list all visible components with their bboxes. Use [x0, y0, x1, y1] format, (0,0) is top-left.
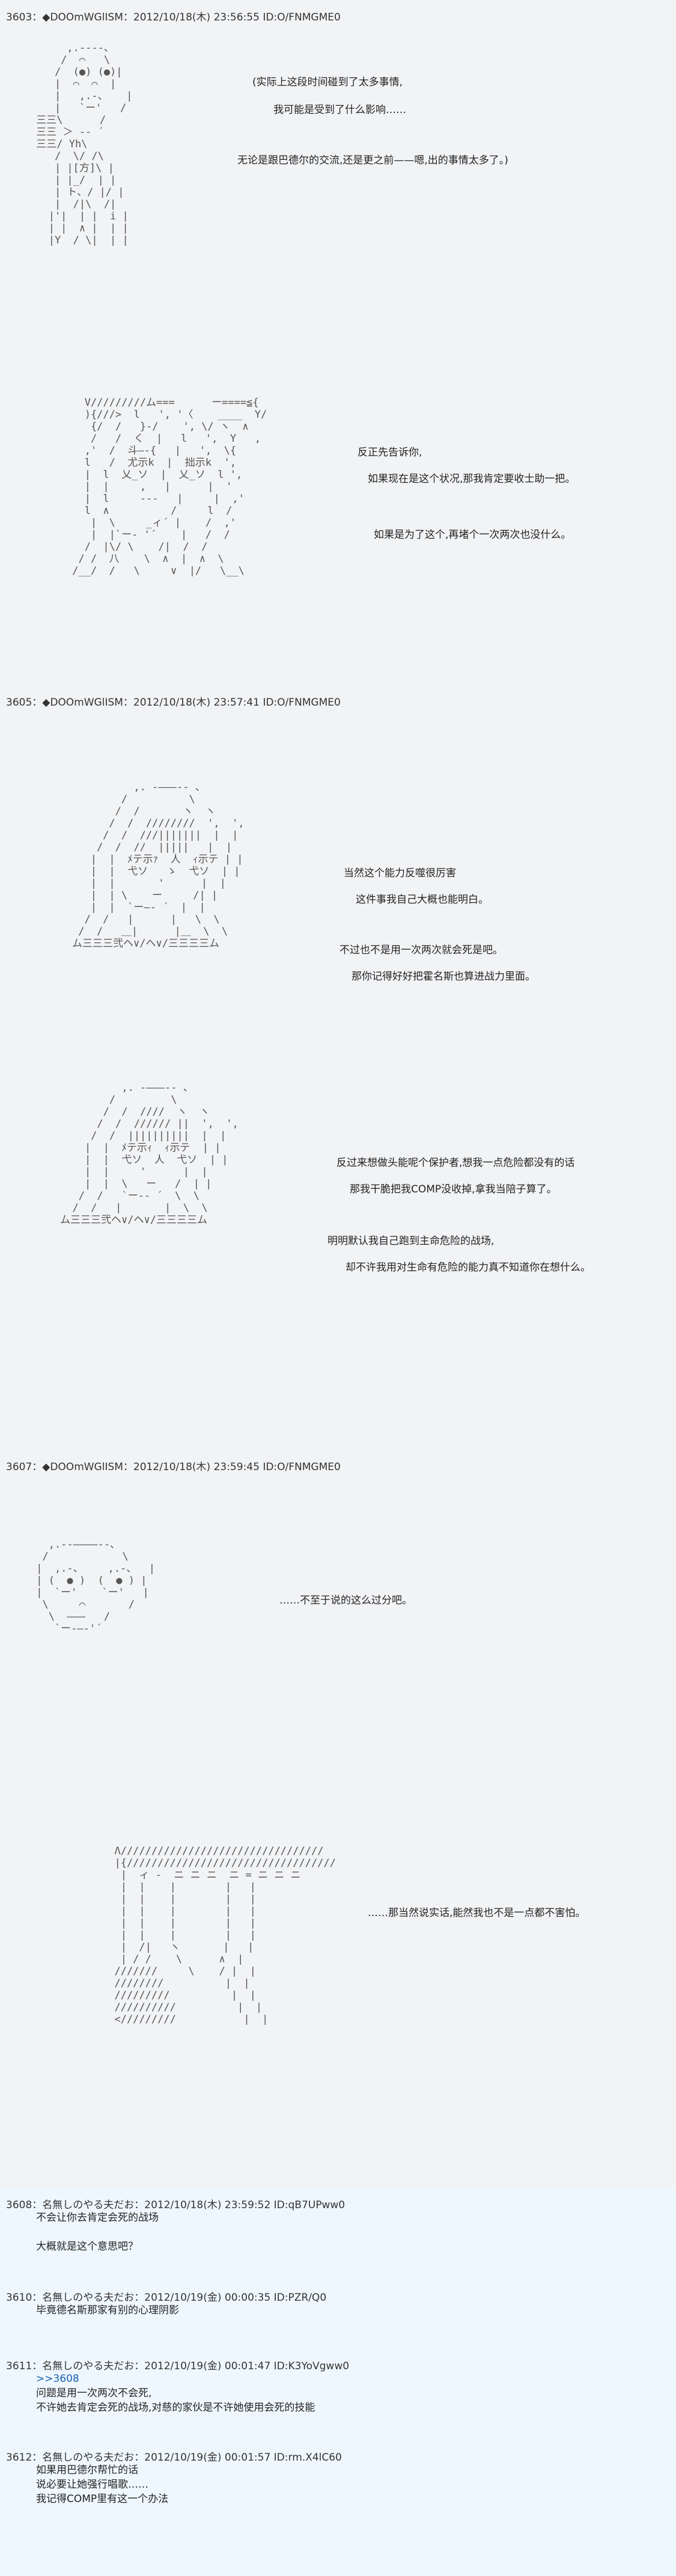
post-line: 这件事我自己大概也能明白。 [356, 894, 489, 906]
post-line: 那我干脆把我COMP没收掉,拿我当陪子算了。 [350, 1183, 557, 1195]
ascii-art: Λ///////////////////////////////// |{///… [114, 1845, 336, 2025]
post-line: 如果现在是这个状况,那我肯定要收士助一把。 [368, 473, 576, 485]
post-line: 反过来想做头能呢个保护者,想我一点危险都没有的话 [336, 1157, 575, 1169]
post-header: 3603：◆DOOmWGlISM：2012/10/18(木) 23:56:55 … [6, 11, 341, 23]
ascii-art: ,. -―――‐- 、 / \ / / ヽ ヽ / / //////// ', … [72, 781, 245, 950]
reply-line: 毕竟德名斯那家有别的心理阴影 [36, 2304, 179, 2316]
ascii-art: ,.-‐――――‐-、 / \ | ,.-、 ,.-、 | | ( ● ) ( … [36, 1539, 155, 1635]
reply-line: 如果用巴德尔帮忙的话 [36, 2464, 138, 2476]
post-line: 反正先告诉你, [358, 447, 422, 459]
reply-anchor-link[interactable]: >>3608 [36, 2373, 79, 2385]
ascii-art: ,. -―――‐- 、 / \ / / //// ヽ ヽ / / ////// … [60, 1082, 239, 1226]
reply-line: 问题是用一次两次不会死, [36, 2387, 152, 2399]
post-line: (实际上这段时间碰到了太多事情, [252, 76, 403, 88]
ascii-art: ,.-‐‐-、 / ⌒ \ / (●) (●)| | ⌒ ⌒ | | ,.-、 … [36, 42, 133, 246]
post-line: 当然这个能力反噬很厉害 [344, 867, 456, 879]
reply-line: 不许她去肯定会死的战场,对慈的家伙是不许她使用会死的技能 [36, 2402, 315, 2414]
reply-header: 3612：名無しのやる夫だお：2012/10/19(金) 00:01:57 ID… [6, 2452, 342, 2464]
ascii-art: V/////////ム=== ー====≦{ ){///> l ', '〈 __… [72, 397, 267, 577]
post-line: 明明默认我自己跑到主命危险的战场, [327, 1235, 495, 1247]
post-line: ……不至于说的这么过分吧。 [279, 1595, 412, 1607]
post-line: 无论是跟巴德尔的交流,还是更之前——嗯,出的事情太多了。) [237, 154, 508, 166]
reply-header: 3608：名無しのやる夫だお：2012/10/18(木) 23:59:52 ID… [6, 2199, 346, 2211]
post-header: 3607：◆DOOmWGlISM：2012/10/18(木) 23:59:45 … [6, 1461, 341, 1473]
post-3605: 3605：◆DOOmWGlISM：2012/10/18(木) 23:57:41 … [0, 685, 676, 1454]
post-line: 却不许我用对生命有危险的能力真不知道你在想什么。 [346, 1262, 591, 1274]
reply-line: 说必要让她强行唱歌…… [36, 2479, 148, 2491]
post-3607: 3607：◆DOOmWGlISM：2012/10/18(木) 23:59:45 … [0, 1454, 676, 2188]
post-line: 那你记得好好把霍名斯也算进战力里面。 [352, 971, 535, 983]
post-3603: 3603：◆DOOmWGlISM：2012/10/18(木) 23:56:55 … [0, 0, 676, 685]
post-line: ……那当然说实话,能然我也不是一点都不害怕。 [368, 1907, 586, 1919]
replies-section: 3608：名無しのやる夫だお：2012/10/18(木) 23:59:52 ID… [0, 2188, 676, 2576]
post-line: 我可能是受到了什么影响…… [273, 104, 406, 116]
reply-line: 大概就是这个意思吧？ [36, 2241, 138, 2253]
post-header: 3605：◆DOOmWGlISM：2012/10/18(木) 23:57:41 … [6, 697, 341, 709]
post-line: 不过也不是用一次两次就会死是吧。 [340, 944, 503, 956]
reply-header: 3611：名無しのやる夫だお：2012/10/19(金) 00:01:47 ID… [6, 2360, 350, 2372]
post-line: 如果是为了这个,再堵个一次两次也没什么。 [374, 529, 571, 541]
reply-header: 3610：名無しのやる夫だお：2012/10/19(金) 00:00:35 ID… [6, 2292, 327, 2304]
reply-line: 我记得COMP里有这一个办法 [36, 2493, 169, 2505]
reply-line: 不会让你去肯定会死的战场 [36, 2212, 159, 2224]
